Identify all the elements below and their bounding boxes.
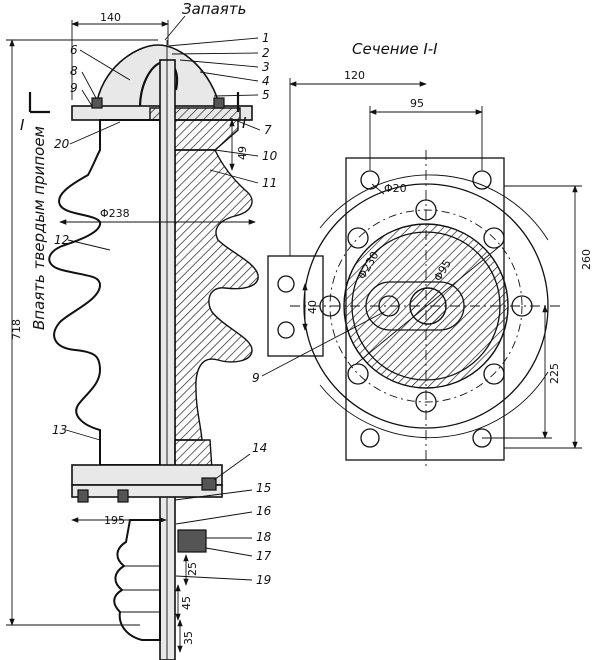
dim-45: 45 [180,596,193,610]
nut-17-icon [177,529,207,553]
dim-35: 35 [182,631,195,645]
part-16: 16 [256,504,272,518]
side-dimensions: 140 718 Φ238 49 195 25 45 35 [6,11,256,653]
part-2: 2 [262,46,270,60]
bolt-bottom-left-icon [77,489,89,503]
cap-dome [95,44,221,109]
bolt-bottom-mid-icon [117,489,129,503]
corner-hole [360,170,380,190]
dim-49: 49 [236,146,249,160]
dim-25: 25 [186,562,199,576]
sec-dim-95: 95 [410,97,424,110]
bolt-hole [483,227,505,249]
part-17: 17 [256,549,272,563]
part-8: 8 [70,64,78,78]
bolt-hole [347,227,369,249]
corner-hole [472,170,492,190]
ear-hole [277,275,295,293]
part-15: 15 [256,481,271,495]
bolt-hole [347,363,369,385]
dim-195: 195 [104,514,125,527]
part-10: 10 [262,149,278,163]
side-view [48,40,259,660]
sec-part-9: 9 [252,371,260,385]
part-13: 13 [52,423,67,437]
bolt-14-icon [201,477,217,491]
corner-hole [360,428,380,448]
dim-shed-dia: Φ238 [100,207,130,220]
section-mark-left: I [20,116,25,134]
part-11: 11 [262,176,277,190]
outer-arc-bottom [319,371,549,439]
part-18: 18 [256,530,272,544]
section-view: Сечение I-I [267,40,560,470]
side-ear [267,255,324,357]
part-4: 4 [262,74,270,88]
solder-label: Запаять [182,0,246,18]
bolt-hole [483,363,505,385]
sec-dim-phi20: Φ20 [384,182,407,195]
bolt-top-right-icon [213,97,225,109]
bottom-flange [71,464,223,486]
bottom-flange-plate [71,484,223,498]
part-1: 1 [262,31,270,45]
porcelain-section [174,149,259,441]
part-12: 12 [54,233,69,247]
part-7: 7 [264,123,272,137]
part-5: 5 [262,88,270,102]
lower-boot [113,519,161,641]
sec-dim-120: 120 [344,69,365,82]
dim-height-total: 718 [10,319,23,340]
solder-hard-text: Впаять твердым припоем [30,126,48,330]
part-9: 9 [70,81,78,95]
section-mark-right: I [242,114,247,132]
section-marks: I I [20,92,247,134]
sec-dim-40: 40 [306,300,319,314]
sec-dim-260: 260 [580,249,593,270]
central-rod [159,59,176,660]
porcelain-body [48,119,161,466]
lower-boot-ring [120,565,160,613]
part-19: 19 [256,573,271,587]
outer-arc [319,174,549,241]
ear-hole [277,321,295,339]
part-14: 14 [252,441,267,455]
dim-top-width: 140 [100,11,121,24]
bolt-8-icon [91,97,103,109]
part-callouts: 1 2 3 4 5 6 7 8 9 10 11 12 13 14 15 16 1… [52,31,278,587]
section-title: Сечение I-I [352,40,438,58]
sec-dim-225: 225 [548,363,561,384]
part-20: 20 [54,137,70,151]
center-slot [365,281,465,331]
part-6: 6 [70,43,78,57]
part-3: 3 [262,60,270,74]
